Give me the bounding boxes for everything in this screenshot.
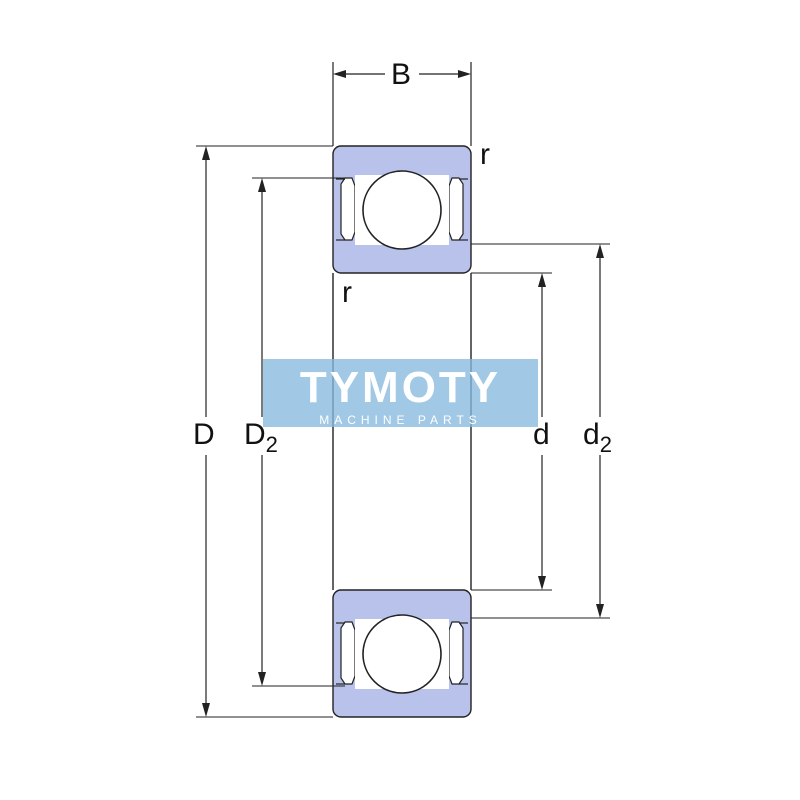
label-D2: D2	[244, 420, 278, 460]
watermark-subtitle: MACHINE PARTS	[319, 413, 482, 427]
label-r-inner: r	[342, 276, 352, 309]
watermark-title: TYMOTY	[299, 363, 502, 412]
ball-top	[336, 170, 468, 250]
width-dimension-arrows	[333, 70, 471, 78]
shoulder-diameter-dimension-d2	[471, 243, 610, 619]
shoulder-diameter-dimension-D2	[252, 177, 345, 687]
label-r-top: r	[480, 138, 490, 171]
bore-diameter-dimension-d	[471, 272, 552, 591]
label-d: d	[533, 418, 550, 451]
ball-bottom	[336, 614, 468, 694]
label-B: B	[391, 58, 412, 91]
label-D2-main: D	[244, 418, 266, 451]
outer-diameter-dimension-D	[196, 145, 333, 718]
label-d2: d2	[583, 420, 612, 460]
ball-top-circle	[362, 170, 442, 250]
label-D: D	[193, 418, 215, 451]
label-D2-subscript: 2	[265, 432, 278, 457]
label-d2-main: d	[583, 418, 600, 451]
ball-bottom-circle	[362, 614, 442, 694]
watermark-logo: TYMOTY MACHINE PARTS	[263, 359, 538, 427]
label-d2-subscript: 2	[599, 432, 612, 457]
